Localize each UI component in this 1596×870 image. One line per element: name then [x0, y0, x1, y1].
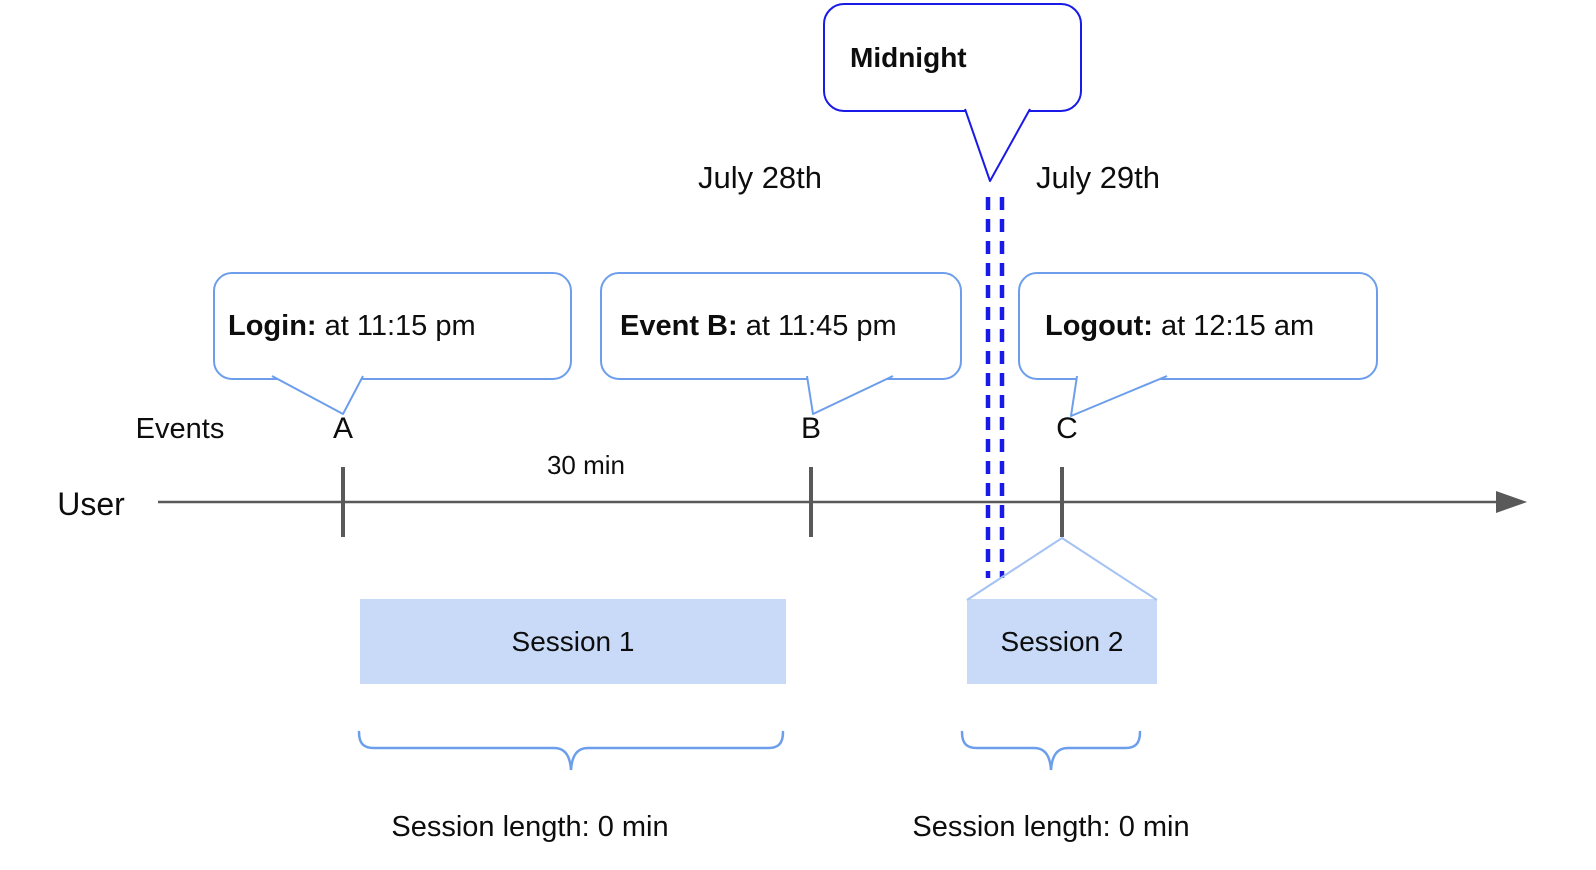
session-2-label: Session 2 — [1000, 625, 1124, 657]
session-2-brace — [960, 730, 1142, 771]
login-callout: Login: at 11:15 pm — [213, 272, 572, 380]
event-marker-a: A — [332, 412, 353, 445]
session-1-length-label: Session length: 0 min — [391, 811, 669, 843]
session-1-brace — [357, 730, 785, 771]
logout-callout-title: Logout: — [1045, 309, 1153, 342]
timeline-arrowhead-icon — [1496, 491, 1527, 513]
events-row-label: Events — [135, 413, 225, 445]
event-b-callout: Event B: at 11:45 pm — [600, 272, 962, 380]
event-b-callout-tail — [806, 375, 894, 415]
date-label-july-29: July 29th — [1035, 160, 1161, 195]
login-callout-detail: at 11:15 pm — [316, 309, 476, 342]
login-callout-tail — [271, 375, 364, 415]
date-label-july-28: July 28th — [697, 160, 823, 195]
event-marker-b: B — [800, 412, 821, 445]
session-1-label: Session 1 — [511, 625, 635, 657]
logout-callout-tail — [1070, 375, 1168, 417]
event-marker-c: C — [1056, 412, 1078, 445]
user-row-label: User — [57, 486, 125, 522]
session-2-length-label: Session length: 0 min — [912, 811, 1190, 843]
login-callout-title: Login: — [228, 309, 317, 342]
logout-callout: Logout: at 12:15 am — [1018, 272, 1378, 380]
interval-30min-label: 30 min — [546, 450, 626, 480]
midnight-callout-label: Midnight — [850, 41, 967, 73]
session-1-box: Session 1 — [360, 599, 786, 684]
logout-callout-detail: at 12:15 am — [1152, 309, 1315, 342]
midnight-callout: Midnight — [823, 3, 1082, 112]
session-2-funnel-lines — [966, 536, 1158, 601]
session-2-box: Session 2 — [967, 599, 1157, 684]
event-b-callout-title: Event B: — [620, 309, 738, 342]
event-b-callout-detail: at 11:45 pm — [737, 309, 897, 342]
